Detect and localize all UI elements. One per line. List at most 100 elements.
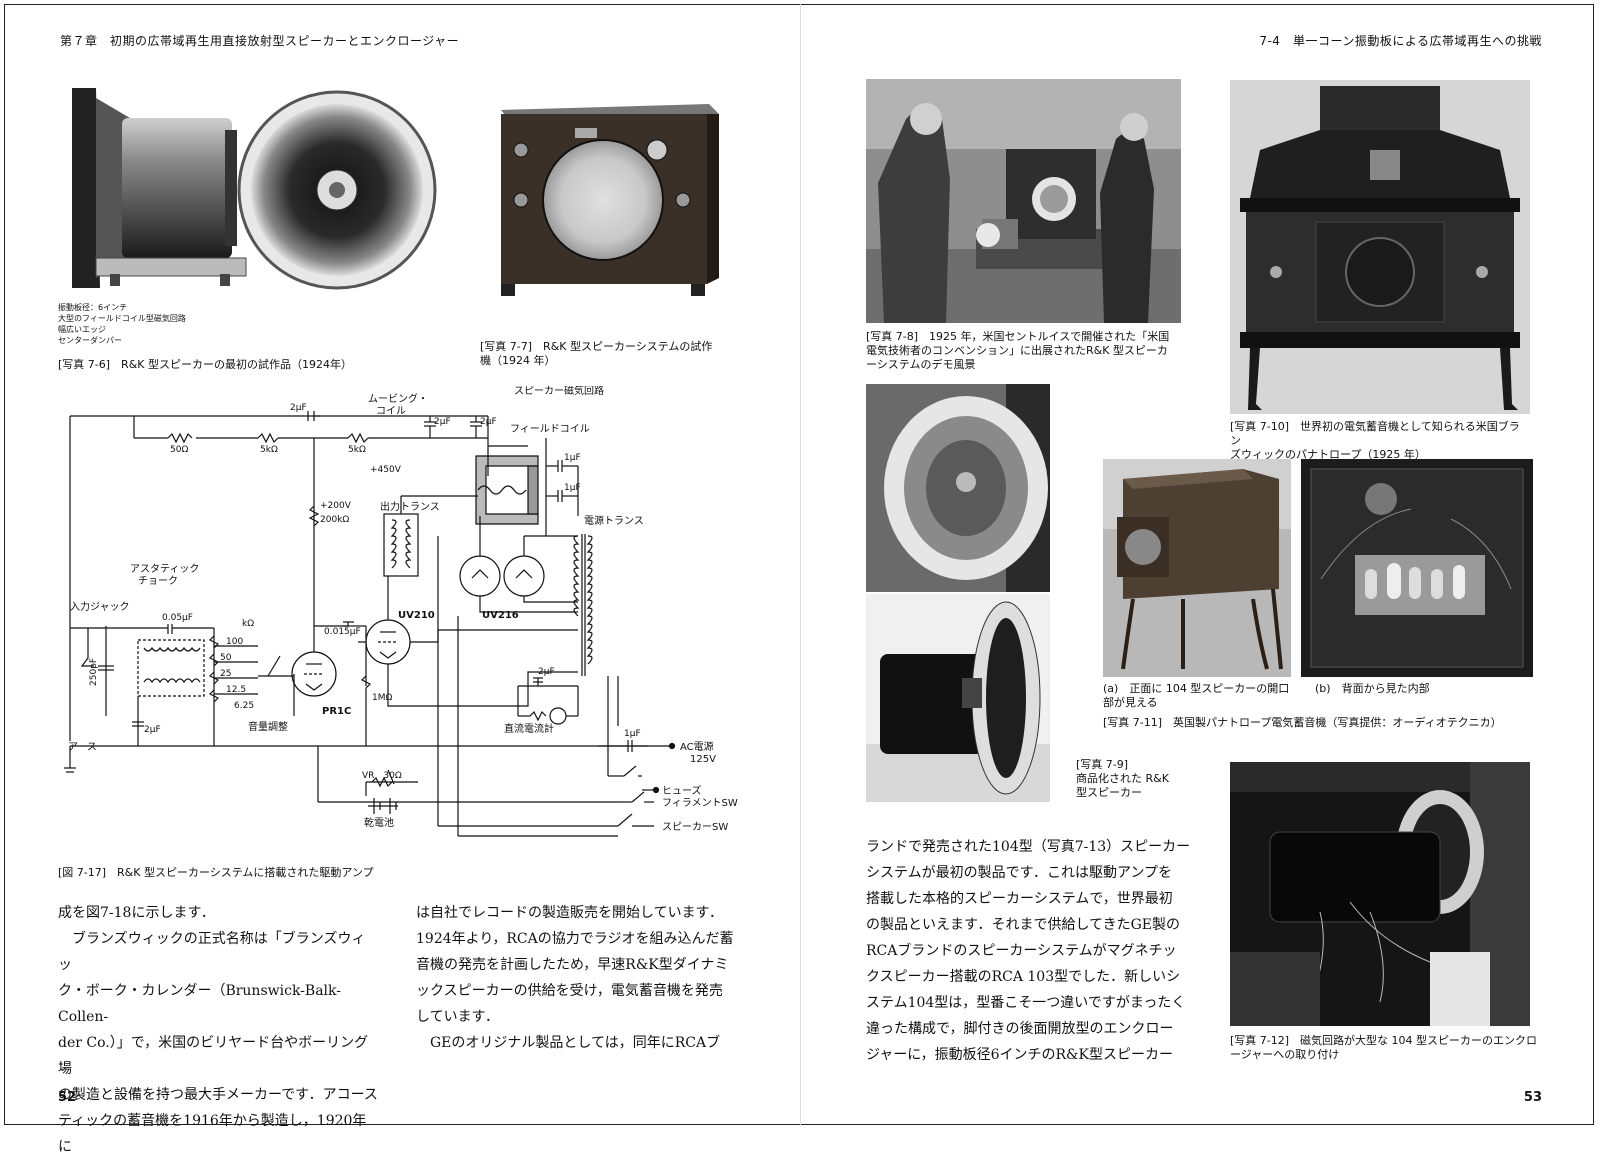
right-body-column: ランドで発売された104型（写真7-13）スピーカー システムが最初の製品です．… (866, 834, 1196, 1068)
label-c2uf-b: 2μF (480, 417, 497, 427)
figure-7-17-amplifier-schematic: スピーカー磁気回路 ムービング・ コイル フィールドコイル 出力トランス 電源ト… (58, 384, 758, 864)
text-line: 音機の発売を計画したため，早速R&K型ダイナミ (416, 957, 729, 973)
caption-line: 機（1924 年） (480, 354, 556, 367)
photo-7-11a-cabinet-front (1103, 459, 1291, 677)
photo-7-6-speaker-prototype (60, 78, 452, 300)
spec-line: センターダンパー (58, 336, 122, 345)
label-kohm: kΩ (242, 619, 254, 629)
photo-7-6-spec-list: 振動板径：6インチ 大型のフィールドコイル型磁気回路 幅広いエッジ センターダン… (58, 302, 186, 346)
label-input-jack: 入力ジャック (70, 600, 130, 613)
label-att-50: 50 (220, 653, 232, 663)
label-uv216: UV216 (482, 610, 519, 621)
label-v200: +200V (320, 501, 352, 511)
label-uv210: UV210 (398, 610, 435, 621)
label-r5k-a: 5kΩ (260, 445, 278, 455)
spec-line: 幅広いエッジ (58, 325, 106, 334)
photo-7-6-caption: [写真 7-6] R&K 型スピーカーの最初の試作品（1924年） (58, 358, 352, 371)
label-volume: 音量調整 (248, 720, 288, 733)
text-line: ティックの蓄音機を1916年から製造し，1920年に (58, 1113, 367, 1155)
label-c0015: 0.015μF (324, 627, 361, 637)
spec-line: 振動板径：6インチ (58, 303, 128, 312)
label-moving-coil-2: コイル (376, 406, 406, 417)
label-power-transformer: 電源トランス (584, 514, 644, 527)
text-line: ジャーに，振動板径6インチのR&K型スピーカー (866, 1047, 1173, 1063)
label-c1uf-b: 1μF (564, 483, 581, 493)
label-astatic-choke: アスタティック (130, 563, 199, 575)
label-c005: 0.05μF (162, 613, 193, 623)
caption-line: [写真 7-12] 磁気回路が大型な 104 型スピーカーのエンクロ (1230, 1034, 1538, 1047)
label-r1m: 1MΩ (372, 693, 392, 703)
text-line: システムが最初の製品です．これは駆動アンプを (866, 865, 1173, 881)
label-att-625: 6.25 (234, 701, 254, 711)
photo-7-9-caption: [写真 7-9] 商品化された R&K 型スピーカー (1076, 758, 1176, 800)
label-c2uf-a: 2μF (434, 417, 451, 427)
caption-line: ズウィックのパナトロープ（1925 年） (1230, 448, 1426, 461)
label-c250p: 250pF (89, 658, 99, 686)
text-line: 搭載した本格的スピーカーシステムで，世界最初 (866, 891, 1173, 907)
photo-7-12-caption: [写真 7-12] 磁気回路が大型な 104 型スピーカーのエンクロ ージャーへ… (1230, 1034, 1550, 1062)
text-line: ステム104型は，型番こそ一つ違いですがまったく (866, 995, 1186, 1011)
text-line: ランドで発売された104型（写真7-13）スピーカー (866, 839, 1191, 855)
caption-line: 商品化された R&K (1076, 772, 1169, 785)
photo-7-8-convention-demo (866, 79, 1181, 323)
text-line: の製品といえます．それまで供給してきたGE製の (866, 917, 1181, 933)
photo-7-10-caption: [写真 7-10] 世界初の電気蓄音機として知られる米国ブラン ズウィックのパナ… (1230, 420, 1530, 462)
text-line: 1924年より，RCAの協力でラジオを組み込んだ蓄 (416, 931, 734, 947)
label-moving-coil: ムービング・ (368, 392, 428, 405)
photo-7-11a-subcaption: (a) 正面に 104 型スピーカーの開口 部が見える (1103, 682, 1303, 710)
text-line: しています． (416, 1009, 500, 1025)
caption-line: [写真 7-10] 世界初の電気蓄音機として知られる米国ブラン (1230, 420, 1520, 447)
caption-line: 型スピーカー (1076, 786, 1142, 799)
label-v450: +450V (370, 465, 402, 475)
caption-line: ージャーへの取り付け (1230, 1048, 1340, 1061)
page-number-right: 53 (1523, 1090, 1542, 1105)
text-line: RCAブランドのスピーカーシステムがマグネチッ (866, 943, 1177, 959)
text-line: クスピーカー搭載のRCA 103型でした．新しいシ (866, 969, 1181, 985)
photo-7-7-speaker-cabinet (495, 100, 723, 298)
label-filament-switch: フィラメントSW (662, 797, 738, 809)
photo-7-11-caption: [写真 7-11] 英国製パナトロープ電気蓄音機（写真提供：オーディオテクニカ） (1103, 716, 1502, 729)
text-line: 成を図7-18に示します． (58, 905, 215, 921)
text-line: ク・ボーク・カレンダー（Brunswick-Balk-Collen- (58, 983, 341, 1025)
text-line: の製造と設備を持つ最大手メーカーです．アコース (58, 1087, 378, 1103)
label-pr1c: PR1C (322, 706, 351, 717)
label-c1uf-ac: 1μF (624, 729, 641, 739)
photo-7-7-caption: [写真 7-7] R&K 型スピーカーシステムの試作 機（1924 年） (480, 340, 712, 368)
photo-7-12-speaker-mounting (1230, 762, 1530, 1026)
photo-7-9-speaker-side (866, 594, 1050, 802)
photo-7-11b-cabinet-interior (1301, 459, 1533, 677)
label-output-transformer: 出力トランス (380, 500, 440, 513)
label-earth: アース (68, 742, 97, 753)
label-att-25: 25 (220, 669, 231, 679)
label-speaker-switch: スピーカーSW (662, 821, 728, 833)
label-c2uf-low: 2μF (144, 725, 161, 735)
photo-7-9-speaker-front (866, 384, 1050, 592)
label-field-coil: フィールドコイル (510, 424, 590, 435)
page-frame (4, 4, 1594, 1125)
caption-line: (a) 正面に 104 型スピーカーの開口 (1103, 682, 1290, 695)
text-line: der Co.）」で，米国のビリヤード台やボーリング場 (58, 1035, 369, 1077)
photo-7-8-caption: [写真 7-8] 1925 年，米国セントルイスで開催された「米国 電気技術者の… (866, 330, 1186, 372)
label-r50: 50Ω (170, 445, 188, 455)
label-att-100: 100 (226, 637, 243, 647)
text-line: 違った構成で，脚付きの後面開放型のエンクロー (866, 1021, 1174, 1037)
label-r5k-b: 5kΩ (348, 445, 366, 455)
label-c1uf-a: 1μF (564, 453, 581, 463)
label-battery: 乾電池 (364, 816, 394, 829)
text-line: ブランズウィックの正式名称は「ブランズウィッ (58, 931, 366, 973)
page-number-left: 52 (58, 1090, 77, 1105)
label-ac-power: AC電源 (680, 740, 714, 753)
spec-line: 大型のフィールドコイル型磁気回路 (58, 314, 186, 323)
left-body-column-2: は自社でレコードの製造販売を開始しています． 1924年より，RCAの協力でラジ… (416, 900, 746, 1056)
text-line: GEのオリジナル製品としては，同年にRCAブ (416, 1035, 721, 1051)
label-r200k: 200kΩ (320, 515, 349, 525)
label-c2uf-meter: 2μF (538, 667, 555, 677)
label-c2uf-top: 2μF (290, 403, 307, 413)
caption-line: [写真 7-7] R&K 型スピーカーシステムの試作 (480, 340, 713, 353)
label-astatic-choke-2: チョーク (138, 575, 178, 587)
label-dc-meter: 直流電流計 (504, 722, 554, 735)
text-line: ックスピーカーの供給を受け，電気蓄音機を発売 (416, 983, 723, 999)
left-body-column-1: 成を図7-18に示します． ブランズウィックの正式名称は「ブランズウィッ ク・ボ… (58, 900, 378, 1160)
photo-7-10-panatrope (1230, 80, 1530, 414)
text-line: は自社でレコードの製造販売を開始しています． (416, 905, 724, 921)
